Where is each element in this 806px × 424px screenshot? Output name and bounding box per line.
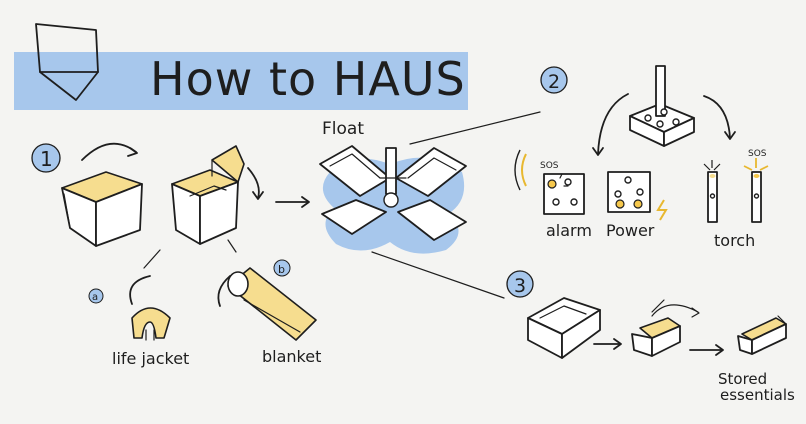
step3-curve-arrow (651, 304, 699, 317)
blanket-icon (227, 267, 317, 341)
to-alarm-arrow (597, 93, 629, 155)
page-title: How to HAUS (150, 52, 466, 106)
closed-box-illustration (61, 171, 143, 247)
float-raft-illustration (319, 145, 467, 254)
alarm-sos-label: SOS (540, 161, 559, 171)
torch-sos-label: SOS (748, 149, 767, 159)
to-torch-arrow (703, 95, 731, 139)
open-box-illustration (171, 145, 245, 245)
substep-a-badge: a (88, 288, 104, 304)
sound-waves-icon (514, 149, 527, 191)
float-label: Float (322, 119, 364, 139)
step-3-badge: 3 (506, 270, 534, 298)
lightning-icon (656, 199, 668, 221)
power-label: Power (606, 221, 655, 240)
substep-b-badge: b (273, 259, 291, 277)
stored-essentials-label-line1: Stored (718, 370, 767, 388)
house-logo-icon (35, 23, 99, 101)
svg-text:a: a (92, 292, 98, 303)
blanket-arrow (217, 275, 231, 307)
torch-left-icon (703, 160, 721, 223)
power-panel (607, 171, 651, 213)
title-highlight-band (14, 52, 468, 110)
stored-essentials-tray-illustration (737, 315, 787, 355)
step-1-badge: 1 (31, 143, 61, 173)
folded-module-illustration (527, 297, 601, 359)
step-2-badge: 2 (540, 66, 568, 94)
open-box-curve-arrow (247, 167, 260, 199)
alarm-panel (543, 173, 585, 215)
stored-essentials-label-line2: essentials (720, 386, 795, 404)
life-jacket-icon (131, 307, 171, 341)
life-jacket-arrow (129, 275, 151, 305)
svg-text:1: 1 (40, 147, 53, 171)
svg-text:2: 2 (548, 71, 560, 93)
torch-label: torch (714, 231, 755, 250)
svg-text:b: b (278, 263, 285, 276)
torch-right-icon (743, 158, 769, 223)
base-unit-illustration (629, 65, 695, 147)
blanket-label: blanket (262, 347, 321, 366)
step-1-curve-arrow (81, 142, 137, 161)
life-jacket-label: life jacket (112, 349, 189, 368)
half-open-module-illustration (631, 317, 681, 357)
alarm-label: alarm (546, 221, 592, 240)
svg-text:3: 3 (514, 275, 526, 297)
